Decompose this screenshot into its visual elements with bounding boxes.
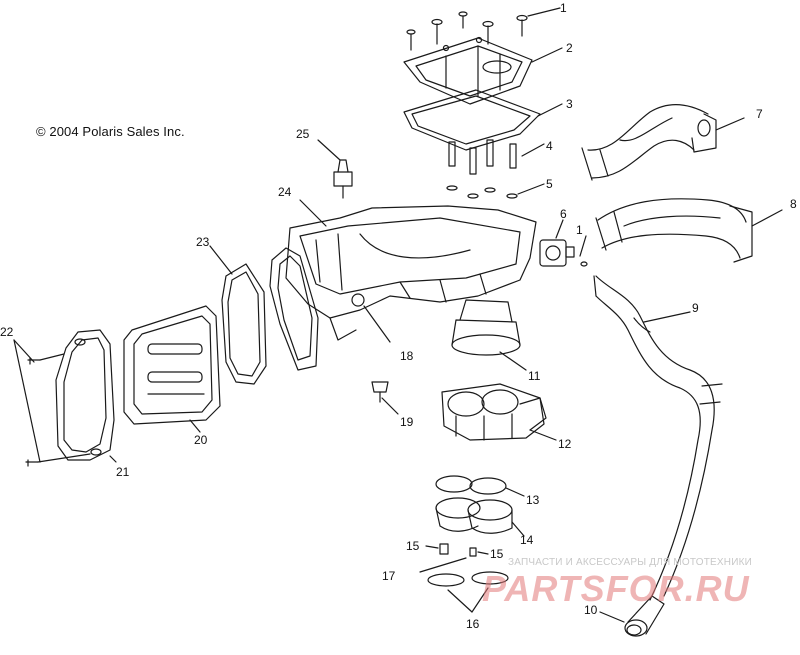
callout-21: 21 [116, 465, 130, 479]
callout-13: 13 [526, 493, 540, 507]
callout-12: 12 [558, 437, 572, 451]
callout-5: 5 [546, 177, 553, 191]
callout-15a: 15 [406, 539, 420, 553]
part-7-intake-duct [582, 105, 744, 180]
callout-11: 11 [528, 369, 541, 383]
part-8-intake-duct [596, 199, 782, 262]
part-24-airbox [286, 200, 536, 340]
copyright-notice: © 2004 Polaris Sales Inc. [36, 124, 185, 139]
part-25-sensor [318, 140, 352, 198]
callout-16: 16 [466, 617, 480, 631]
part-21-cover [56, 330, 116, 462]
callout-23: 23 [196, 235, 210, 249]
part-12-throttle-body [442, 384, 556, 440]
part-22-screws [14, 340, 90, 466]
callout-8: 8 [790, 197, 797, 211]
callout-17: 17 [382, 569, 396, 583]
part-4-bolts [449, 140, 544, 174]
callout-24: 24 [278, 185, 292, 199]
callout-9: 9 [692, 301, 699, 315]
part-10-hose-end [600, 596, 664, 636]
callout-19: 19 [400, 415, 414, 429]
callout-1a: 1 [560, 1, 567, 15]
callout-2: 2 [566, 41, 573, 55]
part-20-air-filter [124, 306, 220, 432]
callout-20: 20 [194, 433, 208, 447]
callout-25: 25 [296, 127, 310, 141]
part-3-lid-gasket [404, 90, 562, 150]
watermark-logo: PARTSFOR.RU [482, 568, 750, 609]
part-5-washers [447, 184, 544, 198]
callout-7: 7 [756, 107, 763, 121]
part-16-flat-rings [428, 572, 508, 612]
part-23-gasket [210, 246, 266, 384]
part-11-boot [452, 300, 526, 370]
part-13-rings [436, 476, 524, 496]
watermark-caption: ЗАПЧАСТИ И АКСЕССУАРЫ ДЛЯ МОТОТЕХНИКИ [508, 557, 753, 568]
callout-15b: 15 [490, 547, 504, 561]
part-15-17-hardware [420, 544, 488, 572]
part-18-19-grommets [352, 294, 398, 414]
callout-18: 18 [400, 349, 414, 363]
callout-3: 3 [566, 97, 573, 111]
part-9-hose [594, 276, 722, 600]
callout-22: 22 [0, 325, 14, 339]
callout-1b: 1 [576, 223, 583, 237]
callout-6: 6 [560, 207, 567, 221]
part-24-airbox-end [270, 248, 318, 370]
part-14-clamps [436, 498, 524, 536]
callout-14: 14 [520, 533, 534, 547]
part-2-airbox-lid [404, 38, 562, 104]
callout-10: 10 [584, 603, 598, 617]
part-1-screws [407, 8, 560, 51]
part-6-sensor [540, 220, 587, 266]
callout-4: 4 [546, 139, 553, 153]
